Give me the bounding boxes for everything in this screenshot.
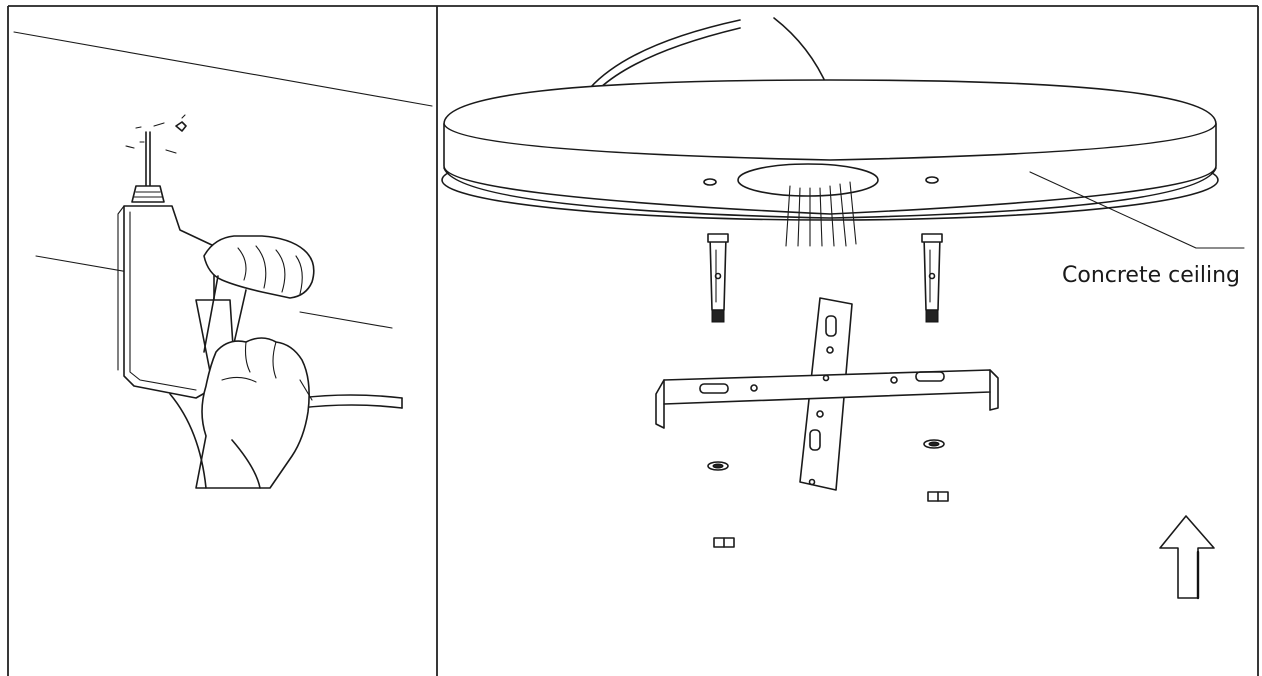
concrete-ceiling-callout: Concrete ceiling [1029, 171, 1245, 288]
panel-mount-step: Concrete ceiling [441, 17, 1245, 600]
expansion-anchor-right [921, 233, 943, 323]
ceiling-edge-line [13, 31, 433, 107]
expansion-anchor-left [707, 233, 729, 323]
ceiling-light-fixture [441, 79, 1219, 247]
cross-mounting-bracket [655, 297, 999, 491]
supply-wires [589, 17, 829, 89]
diagram-frame [7, 5, 1259, 676]
wire-opening [737, 163, 879, 197]
bracket-slot-bottom [809, 429, 821, 451]
washer-left [707, 461, 735, 548]
wall-line-right [299, 311, 393, 329]
dust-particles [125, 114, 187, 154]
up-arrow-icon [1159, 515, 1215, 600]
fixture-screw-hole-left [703, 178, 717, 186]
concrete-ceiling-label: Concrete ceiling [1062, 263, 1240, 288]
bracket-slot-right [915, 371, 945, 382]
panel-drill-step [13, 31, 433, 489]
bracket-slot-top [825, 315, 837, 337]
lower-hand [169, 337, 313, 489]
wall-line-left [35, 255, 141, 275]
washer-right [923, 439, 949, 502]
fixture-screw-hole-right [925, 176, 939, 184]
bracket-slot-left [699, 383, 729, 394]
